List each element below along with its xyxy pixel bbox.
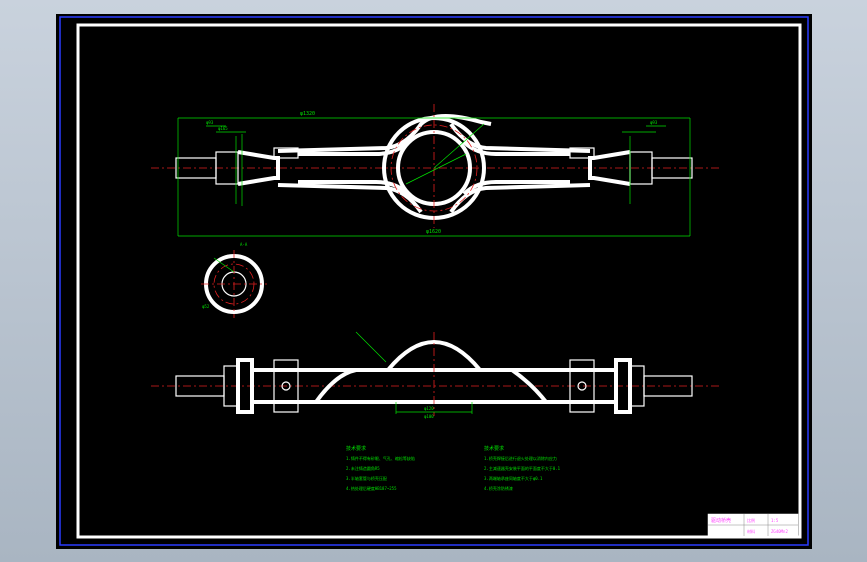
inner-frame: [76, 23, 802, 539]
dim-overall-top: φ1320: [300, 111, 315, 117]
tech-req-left-line: 1.铸件不得有砂眼、气孔、缩松等缺陷: [346, 455, 415, 461]
dim-right-1: φ93: [650, 120, 658, 125]
top-view: φ1320 φ1620 φ93 φ165 φ93: [151, 104, 721, 237]
tech-req-left-line: 3.半轴套管与桥壳压配: [346, 475, 387, 481]
dim-left-2: φ165: [218, 126, 228, 131]
title-block-scale: 1:5: [771, 518, 779, 523]
tech-req-right-line: 2.主减速器壳安装平面的平面度不大于0.1: [484, 465, 561, 471]
title-block: 驱动桥壳 比例 1:5 材料 ZG40Mn2: [707, 513, 799, 537]
section-label: A-A: [240, 242, 248, 247]
drawing-canvas: φ1320 φ1620 φ93 φ165 φ93 A-A φ52: [59, 16, 809, 546]
dim-left-1: φ93: [206, 120, 214, 125]
tech-req-right-line: 1.桥壳焊接后进行退火处理以消除内应力: [484, 455, 557, 461]
title-block-material-label: 材料: [747, 528, 755, 534]
front-dim-1: φ120: [424, 406, 434, 411]
section-view: A-A φ52: [201, 242, 267, 318]
drawing-sheet[interactable]: φ1320 φ1620 φ93 φ165 φ93 A-A φ52: [56, 14, 812, 549]
title-block-name: 驱动桥壳: [711, 517, 731, 524]
tech-req-left-line: 4.热处理后硬度HB187~255: [346, 485, 397, 491]
tech-requirements-right: 技术要求 1.桥壳焊接后进行退火处理以消除内应力 2.主减速器壳安装平面的平面度…: [484, 445, 561, 491]
title-block-scale-label: 比例: [747, 517, 755, 523]
outer-border: [59, 16, 809, 546]
front-view: φ120 φ100: [151, 331, 721, 419]
title-block-material: ZG40Mn2: [771, 529, 788, 534]
dim-overall-bottom: φ1620: [426, 229, 441, 235]
tech-req-left-title: 技术要求: [346, 445, 366, 452]
section-note: φ52: [202, 304, 210, 309]
front-dim-2: φ100: [424, 414, 434, 419]
tech-req-right-title: 技术要求: [484, 445, 504, 452]
tech-req-right-line: 4.桥壳涂防锈漆: [484, 485, 513, 491]
tech-req-right-line: 3.两端轴承座同轴度不大于φ0.1: [484, 475, 543, 481]
tech-requirements-left: 技术要求 1.铸件不得有砂眼、气孔、缩松等缺陷 2.未注铸造圆角R5 3.半轴套…: [346, 445, 415, 491]
tech-req-left-line: 2.未注铸造圆角R5: [346, 465, 380, 471]
